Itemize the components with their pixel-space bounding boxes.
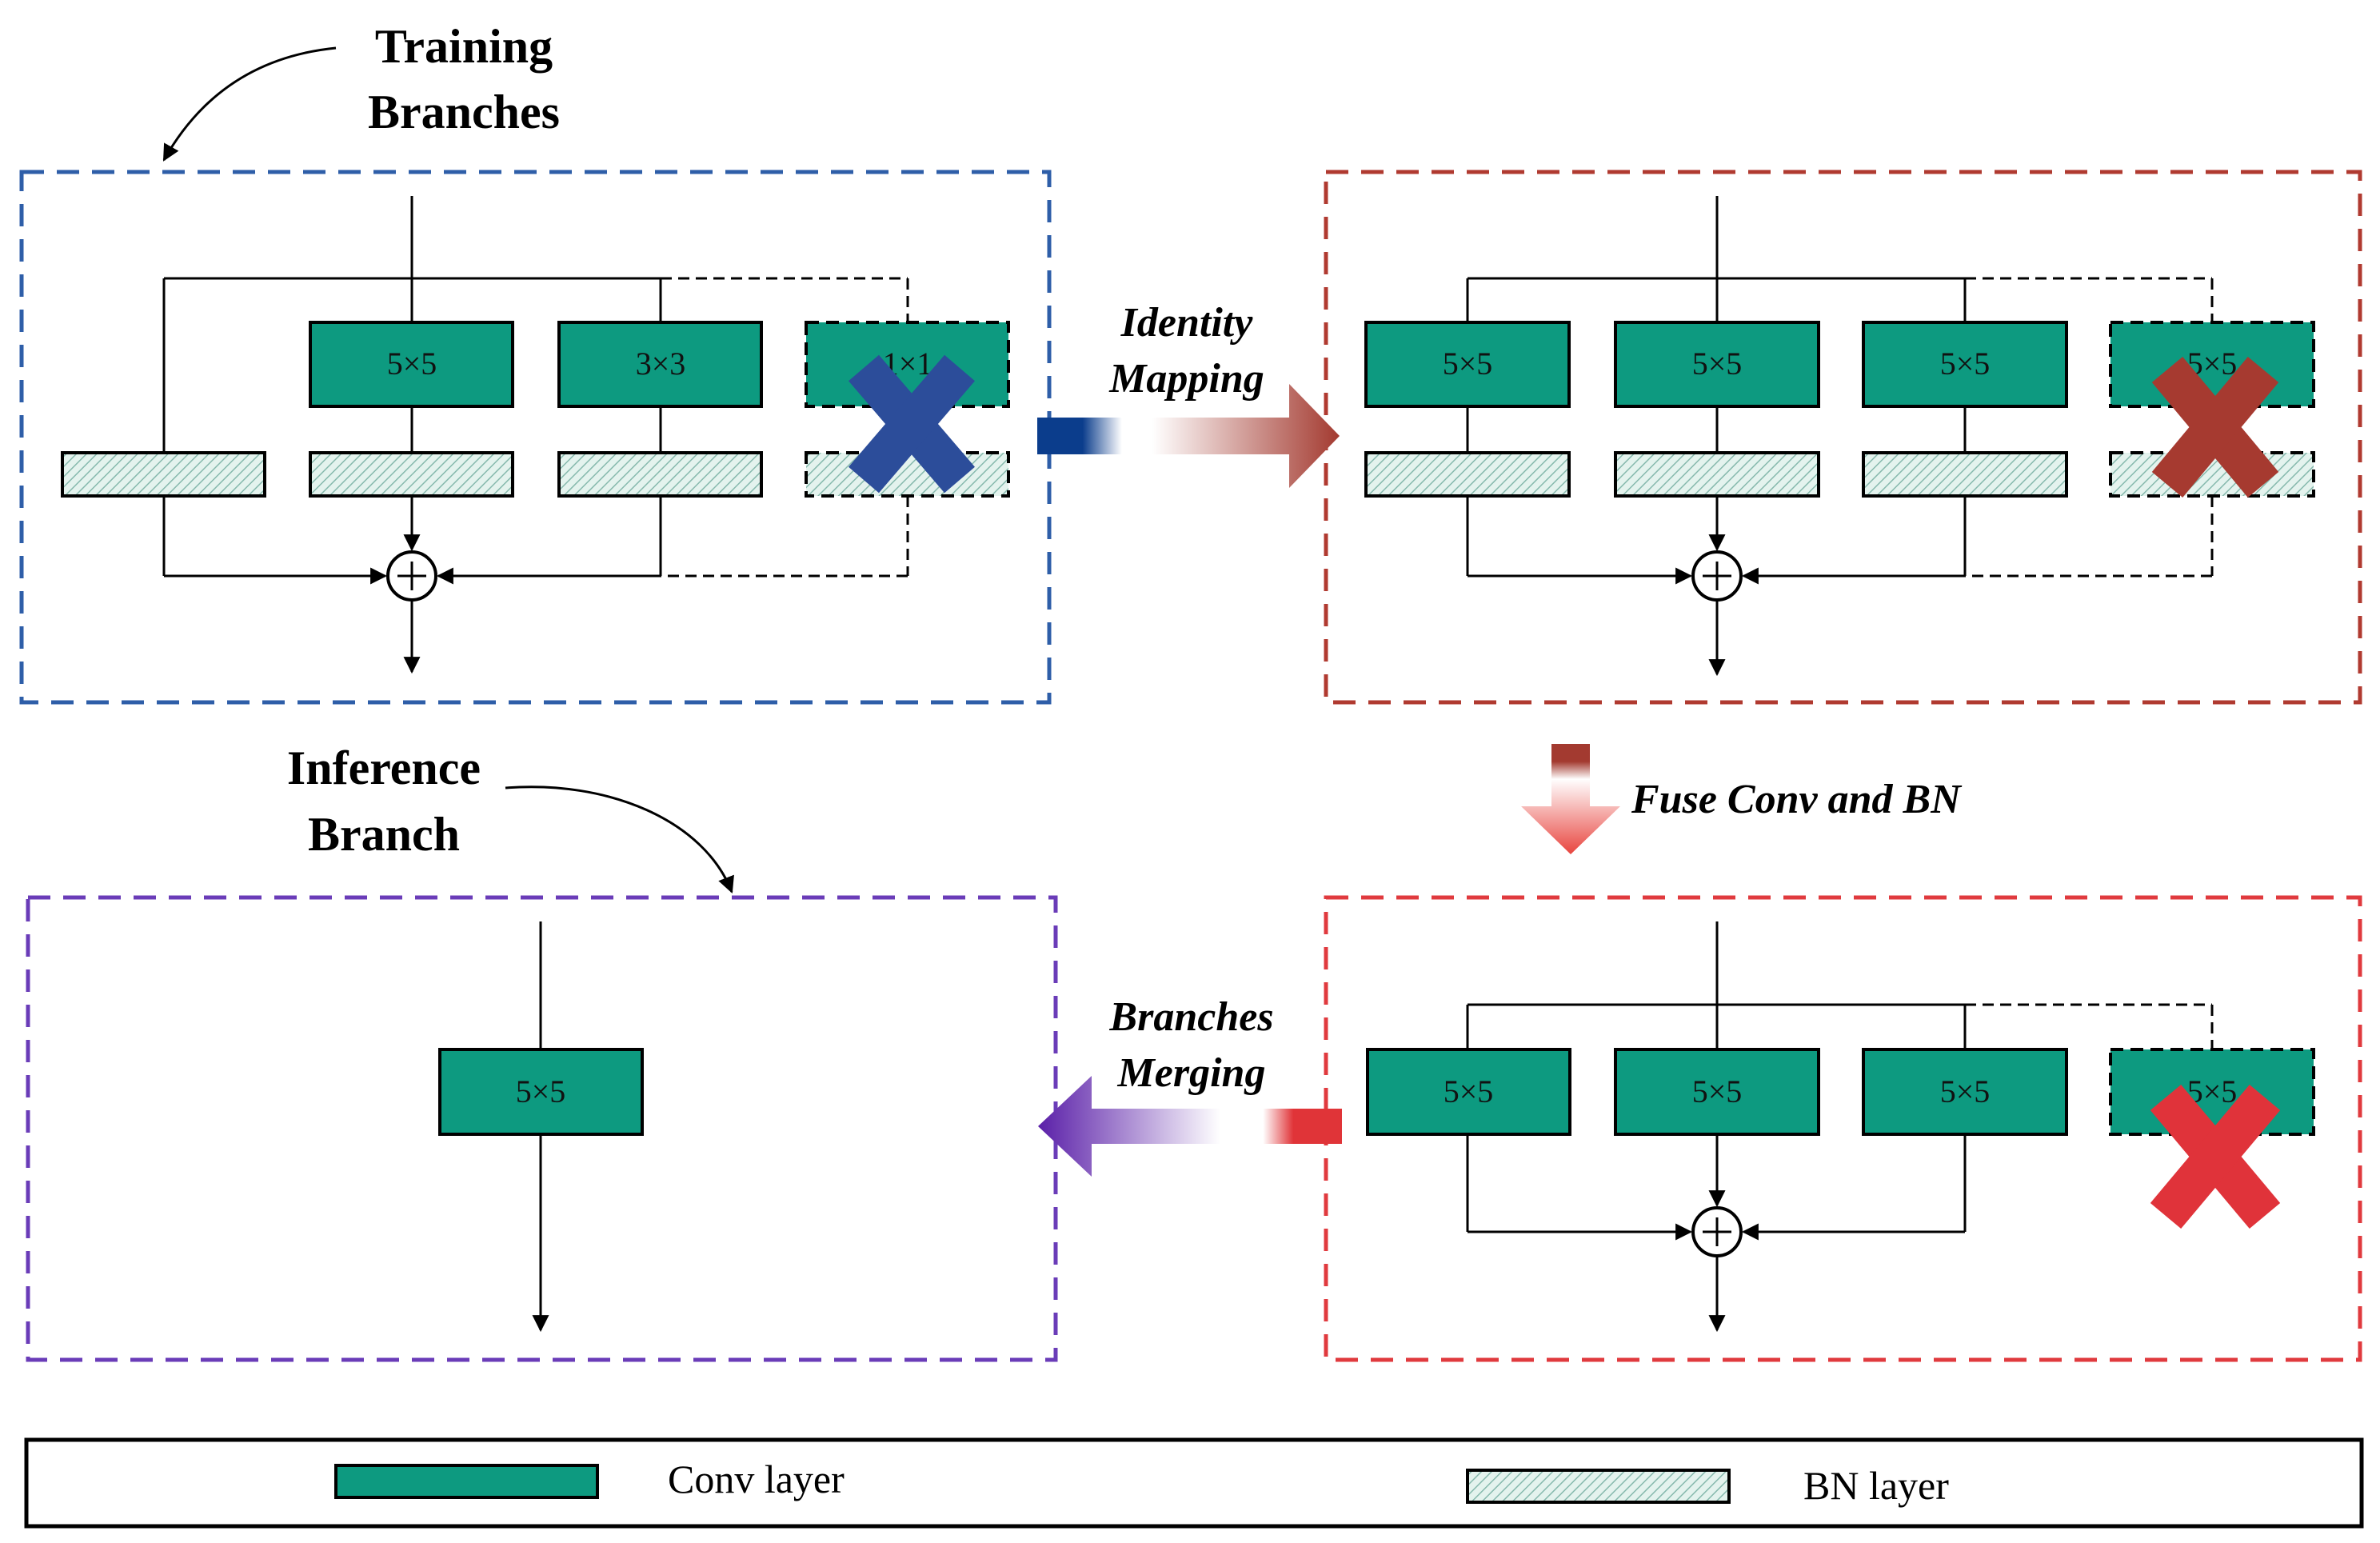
kernel-label: 5×5 bbox=[516, 1073, 566, 1109]
legend-conv-label: Conv layer bbox=[668, 1457, 845, 1501]
legend-conv-swatch bbox=[334, 1464, 599, 1499]
conv-layer bbox=[1364, 321, 1571, 408]
fuse-label: Fuse Conv and BN bbox=[1631, 777, 1963, 822]
plus-circle-icon bbox=[386, 550, 437, 602]
inference-panel: 5×5 bbox=[26, 895, 1058, 1362]
inference-title-line2: Branch bbox=[308, 808, 460, 861]
plus-circle-icon bbox=[1691, 1206, 1743, 1257]
kernel-label: 5×5 bbox=[1940, 1073, 1991, 1109]
kernel-label: 5×5 bbox=[1940, 346, 1991, 382]
curved-arrow-icon bbox=[505, 785, 734, 893]
bn-layer-removed bbox=[805, 451, 1010, 498]
cross-icon bbox=[2150, 1084, 2281, 1229]
training-panel: 5×5 3×3 1×1 bbox=[19, 170, 1052, 705]
bn-layer bbox=[61, 451, 266, 498]
fuse-transition: Fuse Conv and BN bbox=[1521, 744, 1963, 854]
conv-layer bbox=[1614, 321, 1820, 408]
legend-bn-swatch bbox=[1466, 1469, 1731, 1504]
bn-layer bbox=[1364, 451, 1571, 498]
kernel-label: 3×3 bbox=[636, 346, 686, 382]
conv-layer bbox=[309, 321, 514, 408]
merging-label-line2: Merging bbox=[1117, 1050, 1266, 1096]
training-title-line2: Branches bbox=[368, 86, 560, 138]
training-title-line1: Training bbox=[375, 20, 553, 73]
kernel-label: 5×5 bbox=[387, 346, 437, 382]
inference-title-line1: Inference bbox=[287, 742, 481, 794]
merging-label-line1: Branches bbox=[1108, 994, 1273, 1040]
inference-panel-border bbox=[26, 895, 1058, 1362]
curved-arrow-icon bbox=[162, 46, 337, 162]
conv-layer-removed bbox=[2109, 1048, 2315, 1136]
conv-layer bbox=[1862, 321, 2068, 408]
plus-circle-icon bbox=[1691, 550, 1743, 602]
arrow-down-icon bbox=[1521, 744, 1620, 854]
conv-layer bbox=[1862, 1048, 2068, 1136]
arrow-right-icon bbox=[1037, 384, 1340, 488]
inference-branch-title: Inference Branch bbox=[287, 742, 734, 893]
legend-bn-label: BN layer bbox=[1803, 1463, 1949, 1508]
training-branches-title: Training Branches bbox=[162, 20, 560, 162]
conv-layer bbox=[1614, 1048, 1820, 1136]
arrow-left-icon bbox=[1038, 1076, 1342, 1177]
cross-icon bbox=[2151, 356, 2279, 498]
identity-mapping-label-line1: Identity bbox=[1120, 300, 1254, 346]
identity-mapping-label-line2: Mapping bbox=[1108, 356, 1264, 402]
fused-panel: 5×5 5×5 5×5 5×5 bbox=[1324, 895, 2362, 1362]
legend: Conv layer BN layer bbox=[24, 1437, 2364, 1529]
training-panel-border bbox=[19, 170, 1052, 705]
identity-panel: 5×5 5×5 5×5 5×5 bbox=[1324, 170, 2362, 705]
bn-layer bbox=[1614, 451, 1820, 498]
bn-layer bbox=[557, 451, 763, 498]
cross-icon bbox=[849, 354, 975, 494]
conv-layer bbox=[1366, 1048, 1571, 1136]
kernel-label: 5×5 bbox=[1443, 346, 1493, 382]
conv-layer bbox=[557, 321, 763, 408]
bn-layer bbox=[1862, 451, 2068, 498]
merging-transition: Branches Merging bbox=[1038, 994, 1342, 1177]
identity-mapping-transition: Identity Mapping bbox=[1037, 300, 1340, 488]
kernel-label: 5×5 bbox=[1692, 346, 1743, 382]
kernel-label: 5×5 bbox=[1692, 1073, 1743, 1109]
kernel-label: 5×5 bbox=[1444, 1073, 1494, 1109]
bn-layer bbox=[309, 451, 514, 498]
